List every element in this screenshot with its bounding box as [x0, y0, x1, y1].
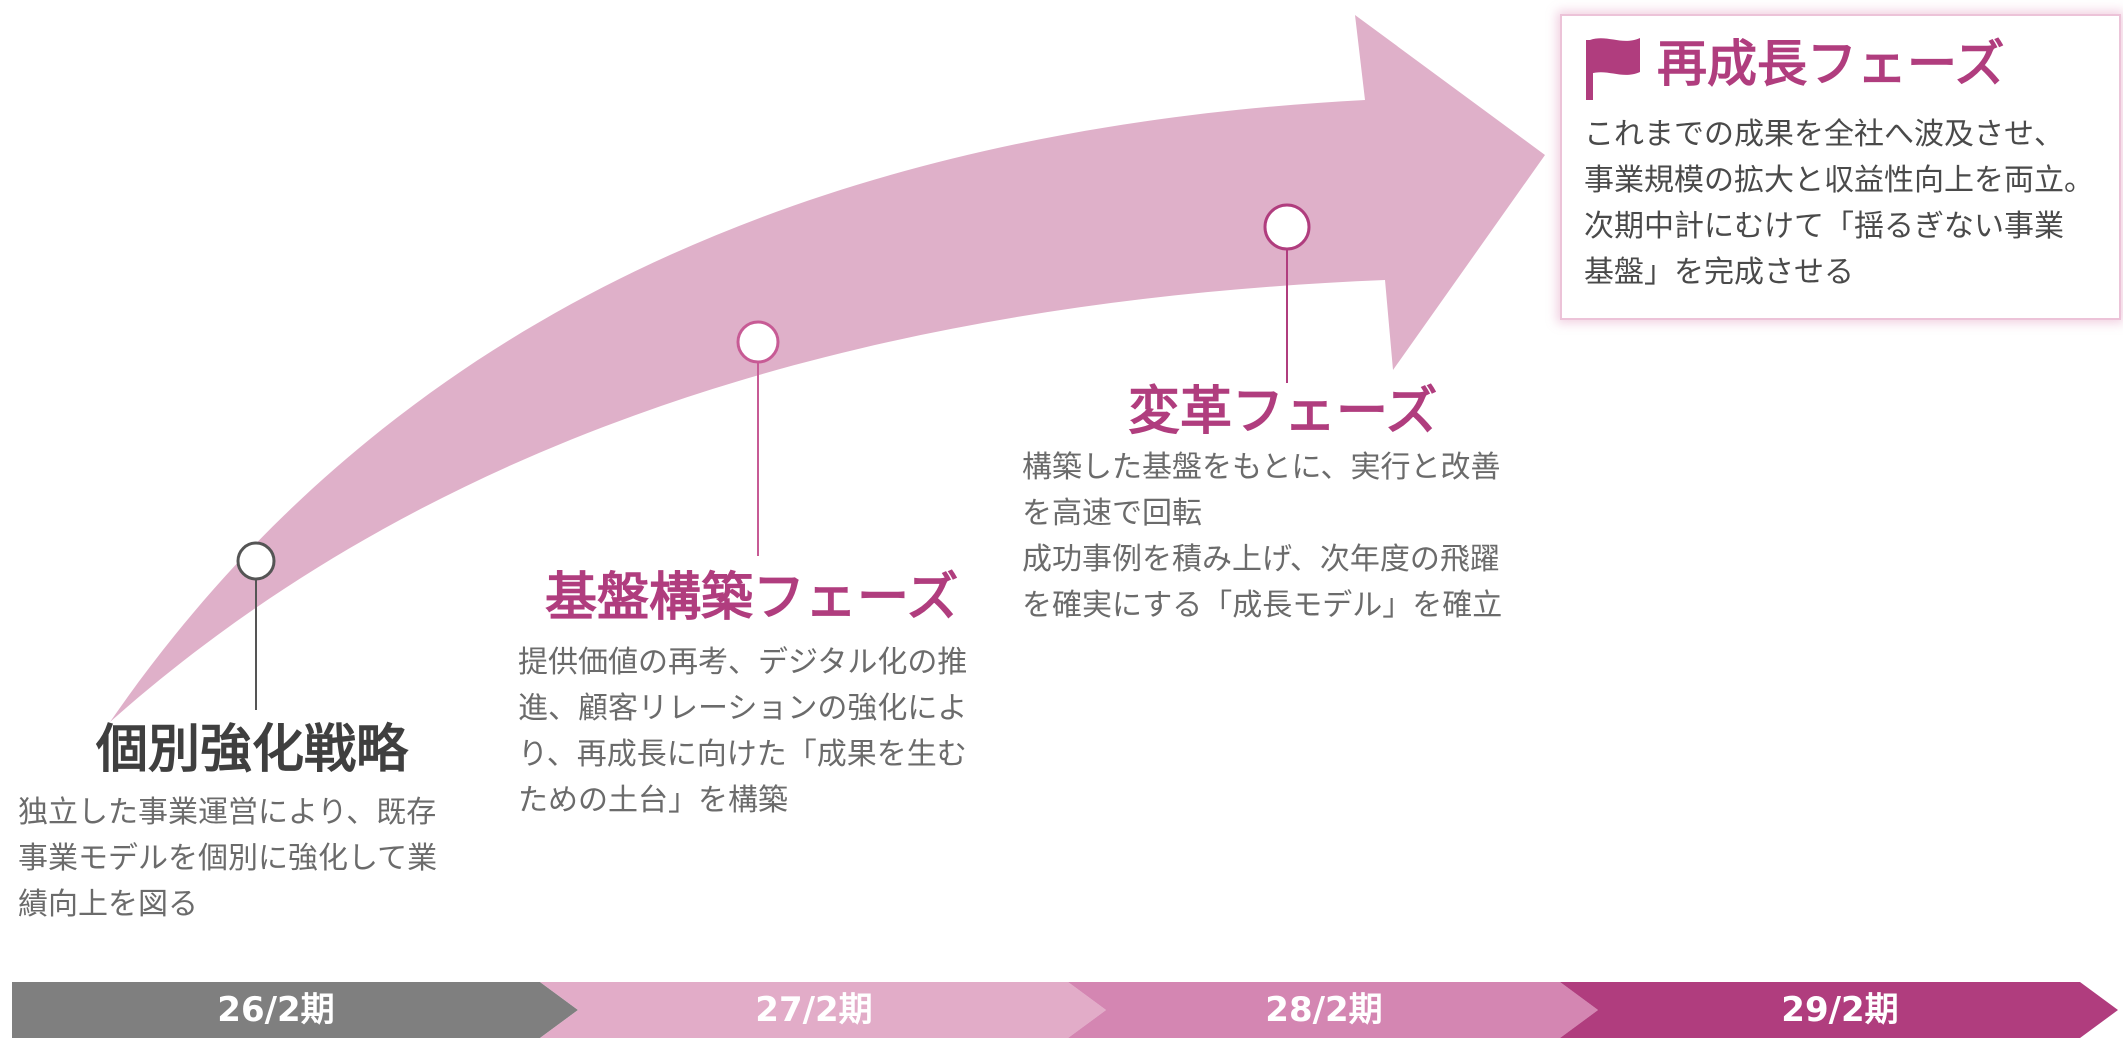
- period-chevron-3: [1068, 982, 1598, 1038]
- milestone-marker-2: [736, 320, 780, 364]
- period-chevron-1: [12, 982, 578, 1038]
- period-label-3: 28/2期: [1265, 990, 1383, 1030]
- milestone-marker-3: [1263, 203, 1311, 251]
- flag-icon: [1586, 38, 1640, 100]
- phase-3-description: 構築した基盤をもとに、実行と改善 を高速で回転 成功事例を積み上げ、次年度の飛躍…: [1022, 450, 1503, 623]
- milestone-marker-1: [236, 541, 276, 581]
- phase-2-title: 基盤構築フェーズ: [545, 568, 959, 628]
- period-chevron-4: [1560, 982, 2118, 1038]
- period-label-4: 29/2期: [1781, 990, 1899, 1030]
- phase-4-description: これまでの成果を全社へ波及させ、 事業規模の拡大と収益性向上を両立。 次期中計に…: [1584, 117, 2094, 290]
- phase-1-description: 独立した事業運営により、既存 事業モデルを個別に強化して業 績向上を図る: [18, 795, 438, 922]
- phase-3-title: 変革フェーズ: [1128, 382, 1438, 442]
- phase-4-title: 再成長フェーズ: [1657, 35, 2005, 93]
- period-chevron-2: [540, 982, 1106, 1038]
- period-label-1: 26/2期: [217, 990, 335, 1030]
- phase-2-description: 提供価値の再考、デジタル化の推 進、顧客リレーションの強化によ り、再成長に向け…: [518, 645, 968, 818]
- period-label-2: 27/2期: [755, 990, 873, 1030]
- growth-arrow: [110, 15, 1545, 722]
- phase-1-title: 個別強化戦略: [96, 720, 409, 780]
- phase-4-box: 再成長フェーズ これまでの成果を全社へ波及させ、 事業規模の拡大と収益性向上を両…: [1560, 14, 2121, 320]
